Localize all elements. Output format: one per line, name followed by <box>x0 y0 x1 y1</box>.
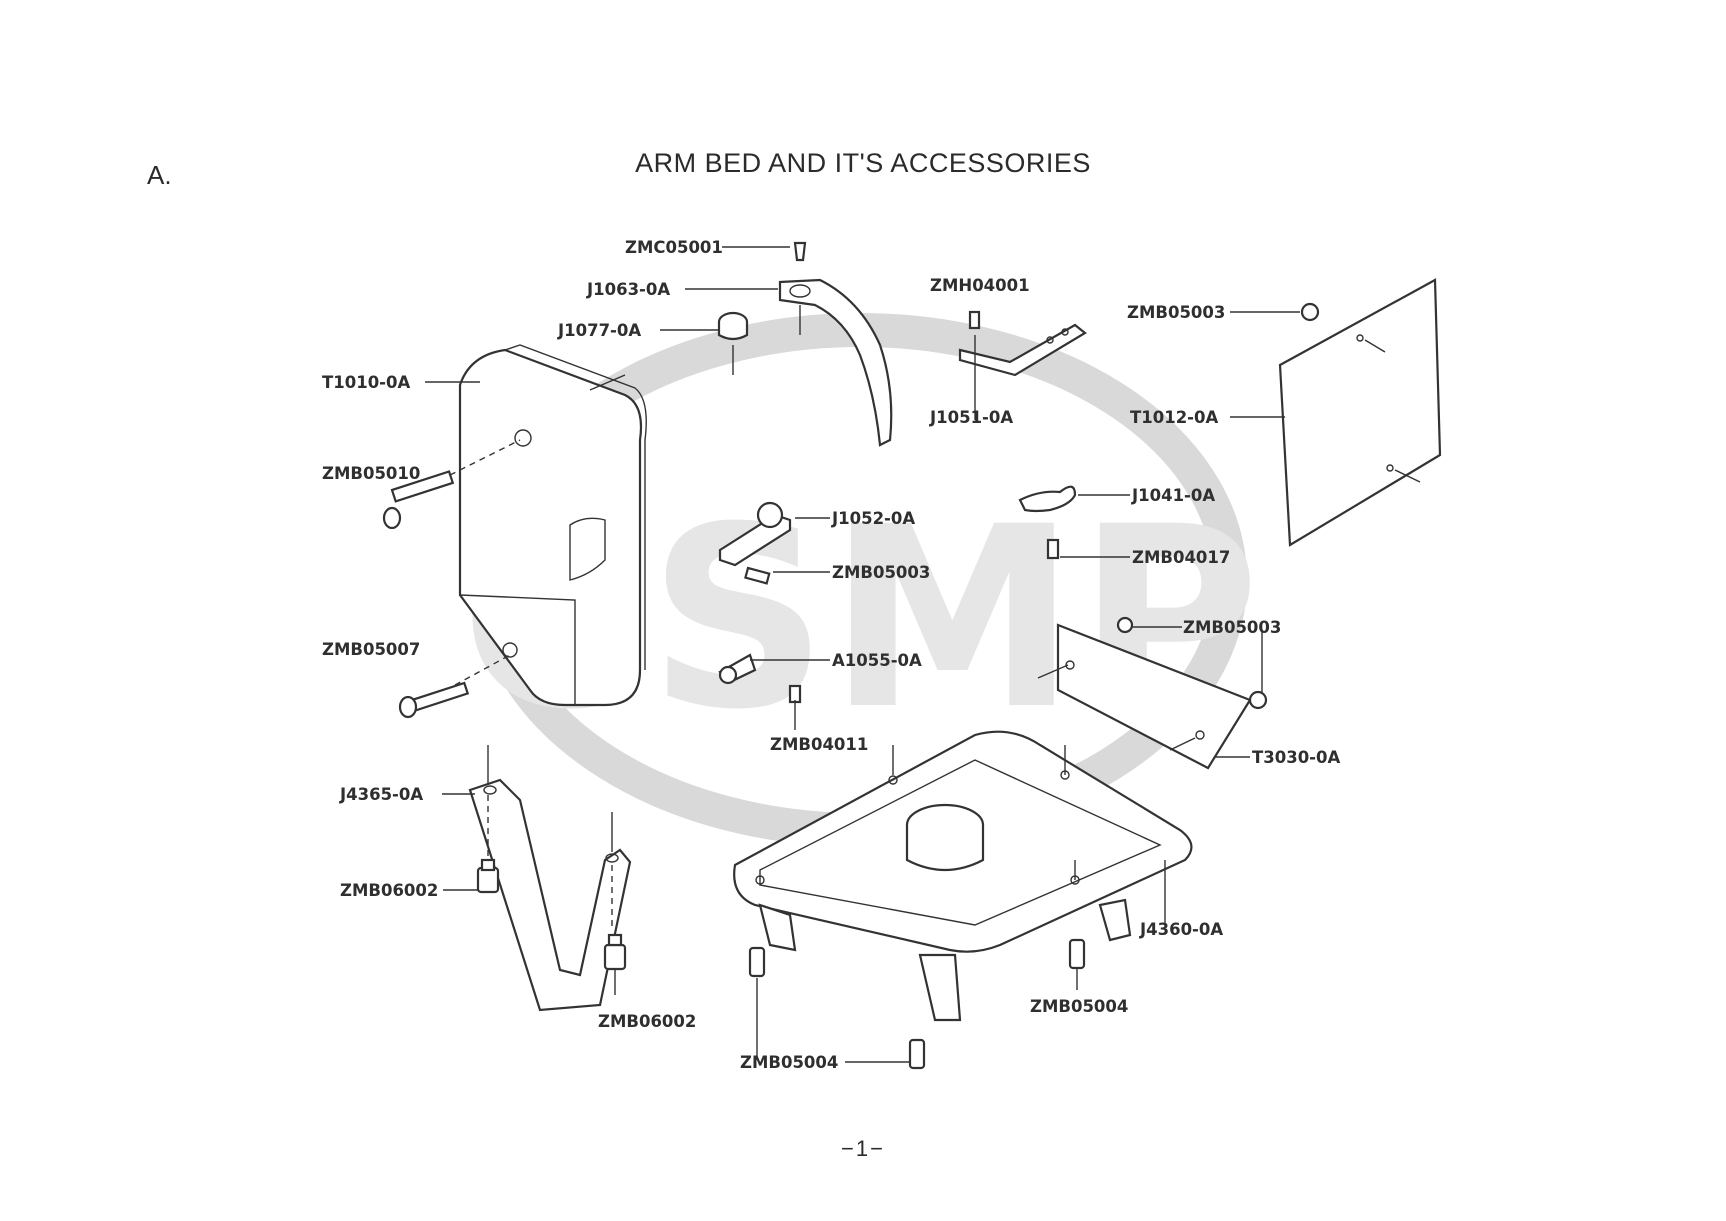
page-number: −1− <box>0 1136 1726 1162</box>
plate-t1012 <box>1280 280 1440 545</box>
screw-zmb06002-a <box>478 860 498 892</box>
label-zmb05004-right: ZMB05004 <box>1030 997 1128 1016</box>
screw-zmb05004-b <box>1070 940 1084 990</box>
label-a1055: A1055-0A <box>832 651 922 670</box>
screw-zmb06002-b <box>605 935 625 995</box>
label-j1077: J1077-0A <box>557 321 641 340</box>
label-t3030: T3030-0A <box>1252 748 1341 767</box>
label-zmb06002-b: ZMB06002 <box>598 1012 696 1031</box>
label-zmb05003-right: ZMB05003 <box>1183 618 1281 637</box>
label-j4360: J4360-0A <box>1139 920 1223 939</box>
label-zmb04011: ZMB04011 <box>770 735 868 754</box>
label-j1041: J1041-0A <box>1131 486 1215 505</box>
label-j4365: J4365-0A <box>339 785 423 804</box>
label-zmb05004-bottom: ZMB05004 <box>740 1053 838 1072</box>
screw-zmb05004-c <box>910 1040 924 1068</box>
label-zmb05003-mid: ZMB05003 <box>832 563 930 582</box>
label-zmb05003-top: ZMB05003 <box>1127 303 1225 322</box>
label-j1051: J1051-0A <box>929 408 1013 427</box>
label-j1063: J1063-0A <box>586 280 670 299</box>
label-zmb05007: ZMB05007 <box>322 640 420 659</box>
label-zmc05001: ZMC05001 <box>625 238 723 257</box>
screw-zmb05004-a <box>750 948 764 1060</box>
label-zmb06002-a: ZMB06002 <box>340 881 438 900</box>
label-zmb04017: ZMB04017 <box>1132 548 1230 567</box>
label-j1052: J1052-0A <box>831 509 915 528</box>
label-t1012: T1012-0A <box>1130 408 1219 427</box>
label-zmh04001: ZMH04001 <box>930 276 1030 295</box>
label-t1010: T1010-0A <box>322 373 411 392</box>
label-zmb05010: ZMB05010 <box>322 464 420 483</box>
